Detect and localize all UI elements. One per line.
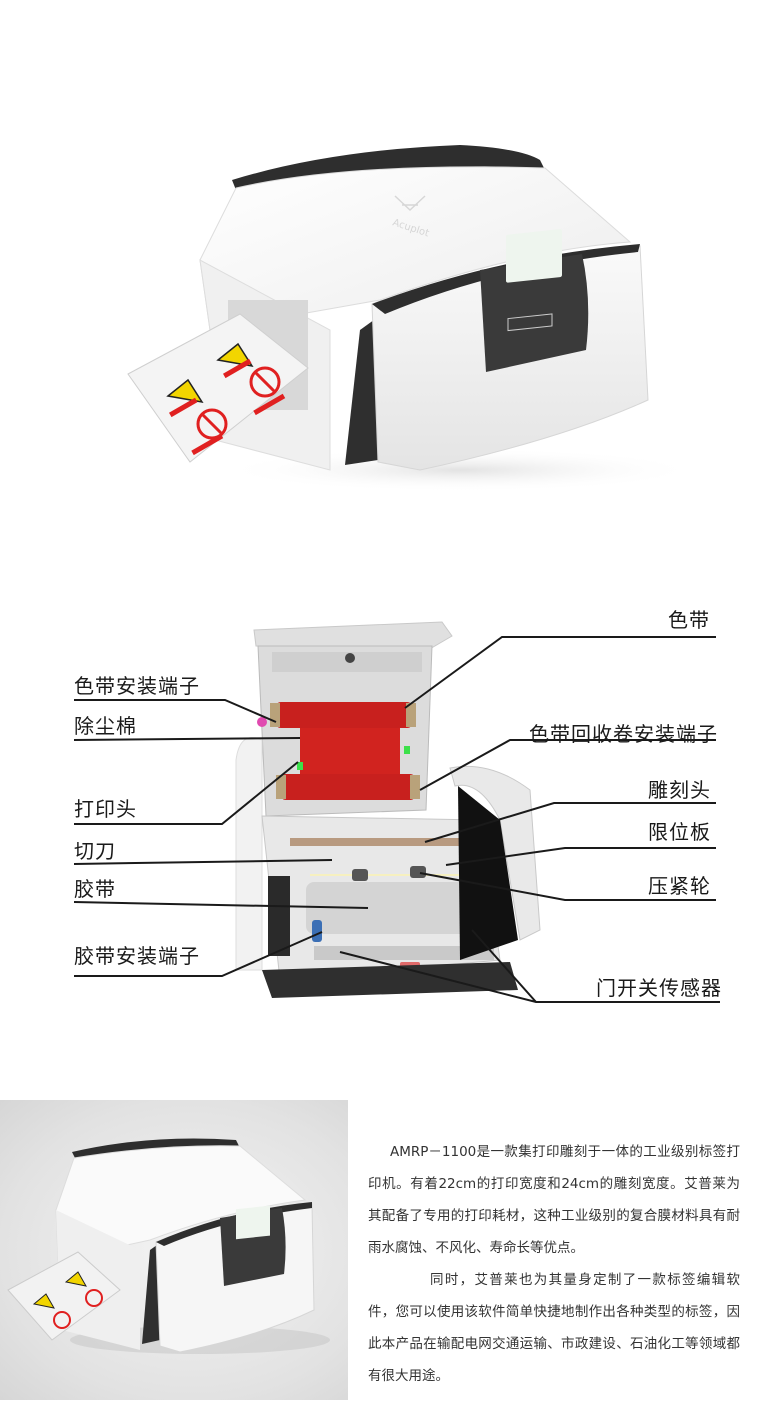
diagram-illustration — [73, 621, 720, 1003]
product-photo — [0, 1100, 348, 1400]
label-pinch-roller: 压紧轮 — [648, 874, 711, 898]
label-ribbon-rewind-mount: 色带回收卷安装端子 — [529, 722, 718, 746]
label-dust-cotton: 除尘棉 — [74, 714, 137, 738]
label-tape-mount: 胶带安装端子 — [74, 944, 200, 968]
ribbon-roll-bottom — [280, 774, 416, 800]
component-diagram: 色带安装端子 除尘棉 打印头 切刀 胶带 胶带安装端子 色带 色带回收卷安装端子… — [0, 590, 760, 1030]
label-engraving-head: 雕刻头 — [648, 778, 711, 802]
product-description: AMRP－1100是一款集打印雕刻于一体的工业级别标签打印机。有着22cm的打印… — [368, 1136, 740, 1392]
hero-product-image: Acuplot — [0, 0, 760, 560]
label-print-head: 打印头 — [74, 797, 137, 821]
label-door-sensor: 门开关传感器 — [596, 976, 722, 1000]
printed-label-sheet — [127, 313, 309, 463]
label-limit-plate: 限位板 — [648, 820, 711, 844]
control-panel-bezel — [480, 254, 589, 372]
touch-screen-small — [236, 1205, 270, 1240]
label-cutter: 切刀 — [74, 839, 116, 863]
description-paragraph-2: 同时，艾普莱也为其量身定制了一款标签编辑软件，您可以使用该软件简单快捷地制作出各… — [368, 1272, 740, 1384]
ribbon-roll-top — [275, 702, 413, 728]
label-tape: 胶带 — [74, 877, 116, 901]
label-ribbon-mount: 色带安装端子 — [74, 674, 200, 698]
label-ribbon: 色带 — [668, 608, 710, 632]
printer-photo-illustration — [7, 1138, 330, 1354]
description-paragraph-1: AMRP－1100是一款集打印雕刻于一体的工业级别标签打印机。有着22cm的打印… — [368, 1144, 740, 1256]
touch-screen[interactable] — [506, 229, 562, 283]
printer-illustration: Acuplot — [127, 145, 700, 492]
